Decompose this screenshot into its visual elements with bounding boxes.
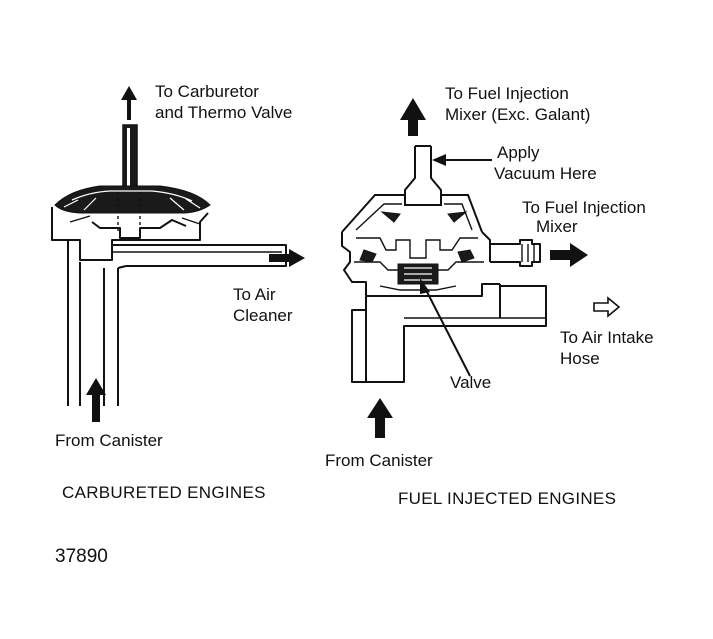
label-from-canister-fi: From Canister bbox=[325, 451, 433, 470]
fuel-injected-valve-diagram: To Fuel Injection Mixer (Exc. Galant) Ap… bbox=[325, 84, 654, 508]
arrow-up-icon bbox=[400, 98, 426, 136]
label-to-fi-mixer-top-line2: Mixer (Exc. Galant) bbox=[445, 105, 590, 124]
label-to-fi-mixer-side-line1: To Fuel Injection bbox=[522, 198, 646, 217]
pointer-arrow-icon bbox=[432, 154, 492, 166]
valve-diaphragm-dome bbox=[341, 194, 483, 233]
side-outlet-nozzle bbox=[490, 239, 541, 267]
caption-carbureted-engines: CARBURETED ENGINES bbox=[62, 483, 266, 502]
valve-body bbox=[51, 207, 287, 406]
vacuum-nipple bbox=[404, 145, 442, 205]
label-to-air-cleaner-line2: Cleaner bbox=[233, 306, 293, 325]
label-to-air-intake-line1: To Air Intake bbox=[560, 328, 654, 347]
label-apply-vacuum-line2: Vacuum Here bbox=[494, 164, 597, 183]
arrow-up-icon bbox=[367, 398, 393, 438]
label-to-carburetor-line1: To Carburetor bbox=[155, 82, 259, 101]
label-apply-vacuum-line1: Apply bbox=[497, 143, 540, 162]
arrow-right-icon bbox=[550, 243, 588, 267]
valve-diaphragm-cap bbox=[54, 185, 211, 232]
arrow-right-icon bbox=[269, 249, 305, 267]
label-to-air-cleaner-line1: To Air bbox=[233, 285, 276, 304]
arrow-up-icon bbox=[86, 378, 106, 422]
label-to-carburetor-line2: and Thermo Valve bbox=[155, 103, 292, 122]
caption-fuel-injected-engines: FUEL INJECTED ENGINES bbox=[398, 489, 616, 508]
carburetor-outlet-tube bbox=[122, 124, 138, 206]
carbureted-valve-diagram: To Carburetor and Thermo Valve To Air Cl… bbox=[51, 82, 305, 502]
valve-pointer bbox=[420, 278, 471, 377]
figure-number: 37890 bbox=[55, 546, 108, 567]
valve-housing bbox=[341, 231, 500, 297]
lower-housing bbox=[351, 284, 547, 383]
hollow-arrow-right-icon bbox=[593, 296, 621, 318]
label-valve: Valve bbox=[450, 373, 491, 392]
arrow-up-icon bbox=[121, 86, 137, 120]
label-to-fi-mixer-top-line1: To Fuel Injection bbox=[445, 84, 569, 103]
label-from-canister-carb: From Canister bbox=[55, 431, 163, 450]
label-to-fi-mixer-side-line2: Mixer bbox=[536, 217, 578, 236]
label-to-air-intake-line2: Hose bbox=[560, 349, 600, 368]
